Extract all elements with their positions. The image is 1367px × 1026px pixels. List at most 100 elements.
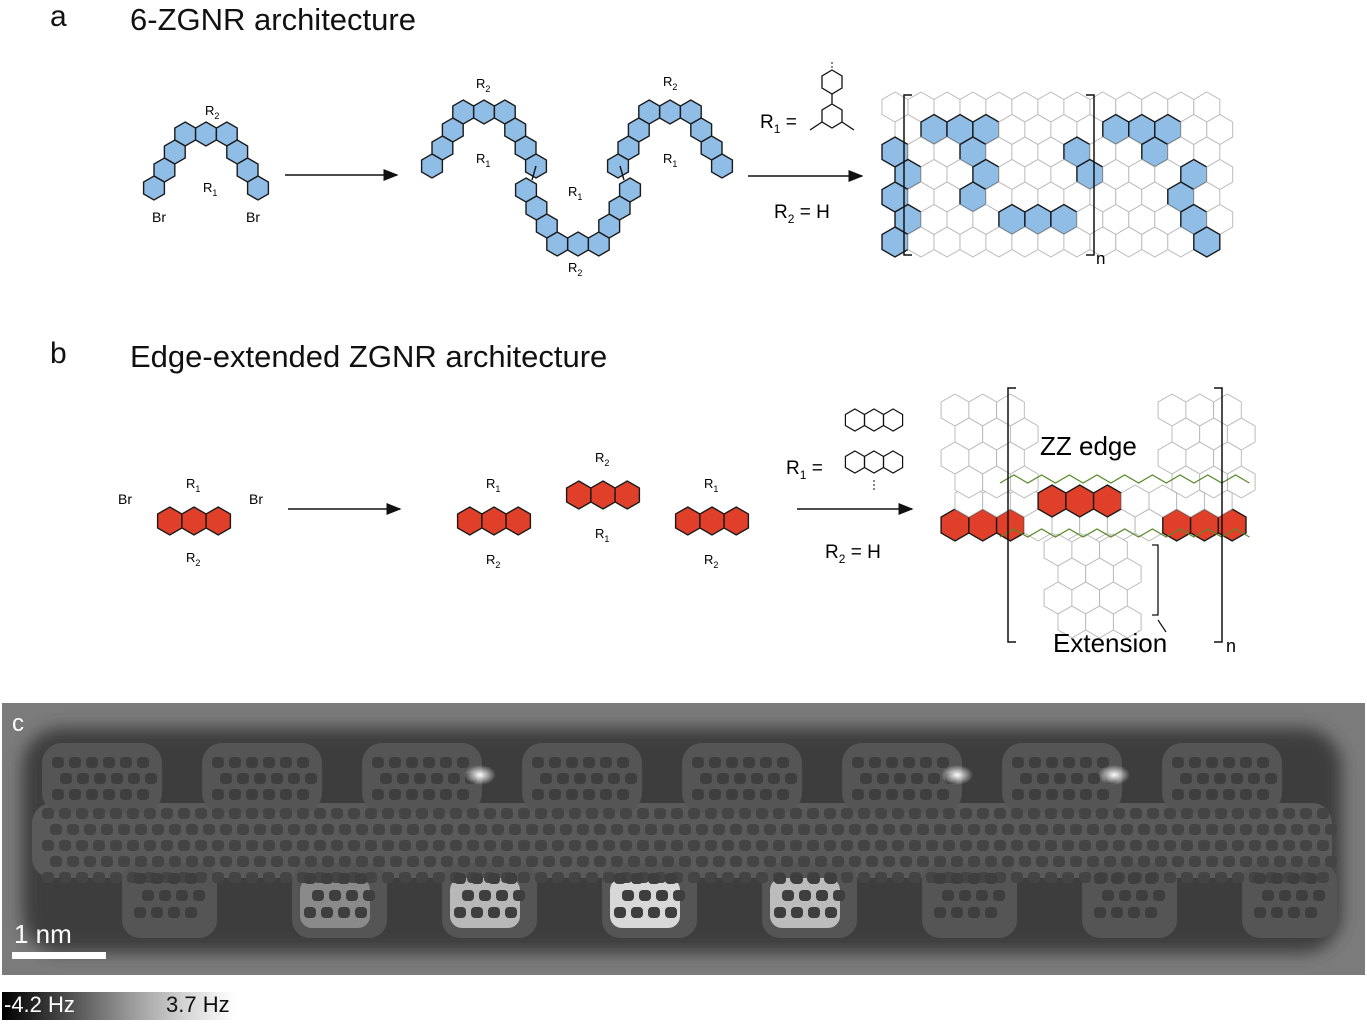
afm-cell: [760, 757, 772, 768]
afm-cell: [127, 840, 139, 851]
afm-cell: [372, 789, 384, 800]
afm-cell: [229, 757, 241, 768]
afm-cell: [768, 773, 780, 784]
afm-cell: [833, 890, 845, 901]
afm-cell: [959, 890, 971, 901]
afm-bright-spot: [464, 765, 496, 785]
afm-cell: [1317, 872, 1329, 883]
afm-cell: [1215, 872, 1227, 883]
afm-cell: [773, 808, 785, 819]
extension-bracket: [1152, 544, 1159, 616]
afm-cell: [1094, 873, 1106, 884]
afm-cell: [934, 873, 946, 884]
afm-cell: [943, 808, 955, 819]
afm-cell: [60, 773, 72, 784]
afm-cell: [594, 824, 606, 835]
afm-cell: [1197, 773, 1209, 784]
afm-cell: [1274, 856, 1286, 867]
afm-cell: [509, 856, 521, 867]
afm-cell: [42, 808, 54, 819]
afm-cell: [151, 907, 163, 918]
afm-cell: [943, 840, 955, 851]
a-polymer-ring: [566, 231, 590, 257]
afm-cell: [509, 824, 521, 835]
afm-cell: [382, 872, 394, 883]
afm-cell: [399, 808, 411, 819]
afm-cell: [526, 856, 538, 867]
afm-cell: [824, 808, 836, 819]
afm-cell: [195, 808, 207, 819]
afm-cell: [849, 824, 861, 835]
afm-cell: [709, 757, 721, 768]
afm-cell: [994, 808, 1006, 819]
afm-cell: [1223, 789, 1235, 800]
afm-cell: [875, 808, 887, 819]
afm-cell: [1153, 890, 1165, 901]
afm-cell: [1271, 907, 1283, 918]
afm-cell: [271, 773, 283, 784]
panel-a-title: 6-ZGNR architecture: [130, 2, 416, 37]
afm-cell: [372, 757, 384, 768]
afm-cell: [631, 873, 643, 884]
afm-cell: [852, 789, 864, 800]
afm-cell: [1198, 808, 1210, 819]
afm-cell: [424, 856, 436, 867]
panel-b-scheme: R1 R2 Br Br R1 R2 R2 R1 R1 R2 R1 = R2 = …: [118, 387, 1256, 658]
afm-cell: [414, 773, 426, 784]
afm-cell: [1037, 773, 1049, 784]
afm-cell: [841, 872, 853, 883]
afm-cell: [852, 757, 864, 768]
afm-cell: [1096, 808, 1108, 819]
afm-cell: [1257, 824, 1269, 835]
b-ribbon-ring: [1226, 465, 1256, 499]
afm-cell: [849, 856, 861, 867]
afm-cell: [926, 840, 938, 851]
afm-bright-lobe: [450, 878, 520, 928]
a-polymer-ring: [710, 153, 734, 179]
afm-cell: [488, 907, 500, 918]
afm-image: c 1 nm: [2, 703, 1365, 975]
a-monomer-r2: R2: [205, 103, 219, 121]
afm-cell: [118, 824, 130, 835]
afm-cell: [807, 808, 819, 819]
afm-cell: [645, 824, 657, 835]
panel-b-monomer-structure: [156, 506, 232, 536]
afm-cell: [603, 840, 615, 851]
afm-cell: [937, 789, 949, 800]
afm-cell: [574, 773, 586, 784]
afm-cell: [875, 840, 887, 851]
afm-cell: [135, 824, 147, 835]
afm-cell: [246, 872, 258, 883]
afm-cell: [730, 824, 742, 835]
afm-cell: [1254, 907, 1266, 918]
afm-cell: [1206, 789, 1218, 800]
afm-cell: [433, 840, 445, 851]
afm-cell: [1180, 773, 1192, 784]
a-monomer-br-right: Br: [246, 209, 260, 225]
afm-cell: [807, 840, 819, 851]
afm-cell: [825, 873, 837, 884]
afm-cell: [603, 872, 615, 883]
afm-cell: [263, 757, 275, 768]
afm-cell: [229, 789, 241, 800]
afm-cell: [1011, 808, 1023, 819]
afm-cell: [471, 873, 483, 884]
a-polymer-link: [531, 165, 537, 181]
a-polymer-ring: [420, 153, 444, 179]
afm-cell: [883, 824, 895, 835]
afm-image-render: [2, 703, 1365, 975]
afm-cell: [1102, 890, 1114, 901]
afm-cell: [1240, 856, 1252, 867]
afm-cell: [50, 824, 62, 835]
afm-cell: [1113, 808, 1125, 819]
afm-cell: [1011, 872, 1023, 883]
zz-edge-label: ZZ edge: [1040, 431, 1137, 461]
afm-cell: [365, 872, 377, 883]
afm-cell: [600, 757, 612, 768]
afm-cell: [1181, 872, 1193, 883]
afm-cell: [212, 789, 224, 800]
afm-cell: [254, 856, 266, 867]
afm-cell: [67, 824, 79, 835]
afm-cell: [59, 840, 71, 851]
afm-cell: [832, 824, 844, 835]
